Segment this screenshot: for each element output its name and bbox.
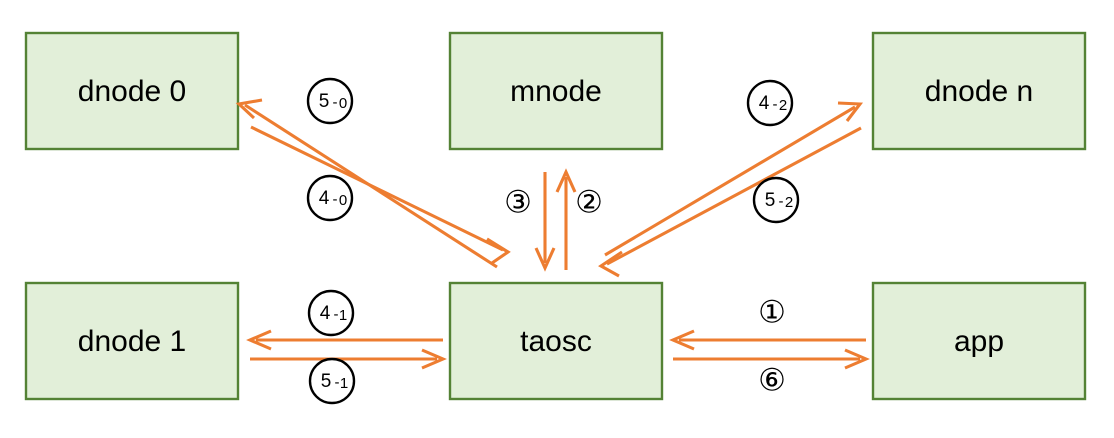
badge-sub-4-1: 1 [339,307,347,324]
badge-glyph-3[interactable]: ③ [504,185,532,221]
edge-arrowhead-5-2 [598,250,623,278]
badge-sep-5-1: - [335,374,340,391]
edge-arrowhead-5-1 [421,348,447,370]
badge-4-2[interactable]: 4 - 2 [746,79,794,127]
badge-sep-4-0: - [333,191,338,208]
badge-sub-5-2: 2 [785,194,793,211]
badge-circle-4-2 [746,79,794,127]
node-label-mnode: mnode [510,75,602,108]
edge-5-1[interactable] [250,348,447,370]
edge-arrowhead-6 [844,348,870,370]
badge-sep-4-1: - [334,306,339,323]
node-label-dnode0: dnode 0 [78,75,186,108]
node-label-dnoden: dnode n [925,75,1033,108]
badge-5-2[interactable]: 5 - 2 [752,176,800,224]
badge-sub-4-2: 2 [779,97,787,114]
badge-5-0[interactable]: 5 - 0 [306,77,354,125]
badge-4-0[interactable]: 4 - 0 [306,174,354,222]
badge-main-5-0: 5 [319,91,330,112]
node-box-dnode1 [24,281,240,401]
node-label-dnode1: dnode 1 [78,325,186,358]
edge-6[interactable] [673,348,870,370]
badge-4-1[interactable]: 4 - 1 [307,289,355,337]
badge-circle-5-2 [752,176,800,224]
badge-sep-5-2: - [779,193,784,210]
node-box-app [871,281,1087,401]
badge-sep-5-0: - [333,94,338,111]
edge-2[interactable] [555,168,577,270]
edge-5-0[interactable] [250,125,511,265]
badge-circle-5-0 [306,77,354,125]
node-taosc[interactable]: taosc [448,281,664,401]
badge-sub-5-1: 1 [340,375,348,392]
badge-main-5-2: 5 [765,190,776,211]
badge-main-4-1: 4 [320,303,331,324]
node-box-taosc [448,281,664,401]
edge-arrowhead-3 [534,247,556,272]
node-box-dnoden [871,31,1087,151]
badge-glyph-2[interactable]: ② [575,185,603,221]
badge-glyph-6[interactable]: ⑥ [758,363,786,399]
edge-line-4-2 [604,105,856,257]
node-mnode[interactable]: mnode [448,31,664,151]
edge-arrowhead-4-1 [246,329,272,351]
badge-circle-4-0 [306,174,354,222]
edge-arrowhead-4-2 [837,101,864,122]
edge-arrowhead-1 [669,329,695,351]
node-box-mnode [448,31,664,151]
badge-main-4-2: 4 [759,93,770,114]
edge-line-5-2 [606,126,862,266]
badge-sub-4-0: 0 [339,192,347,209]
edge-arrowhead-4-0 [235,98,263,120]
node-app[interactable]: app [871,281,1087,401]
badge-5-1[interactable]: 5 - 1 [308,357,356,405]
edge-4-2[interactable] [604,101,864,257]
edge-4-1[interactable] [246,329,443,351]
badge-circle-4-1 [307,289,355,337]
badge-circle-5-1 [308,357,356,405]
edge-arrowhead-2 [555,168,577,193]
node-dnode0[interactable]: dnode 0 [24,31,240,151]
badge-sep-4-2: - [773,96,778,113]
node-label-taosc: taosc [520,325,592,358]
node-dnoden[interactable]: dnode n [871,31,1087,151]
node-dnode1[interactable]: dnode 1 [24,281,240,401]
node-label-app: app [954,325,1004,358]
edge-line-5-0 [250,125,504,252]
edge-arrowhead-5-0 [486,237,511,265]
edge-5-2[interactable] [598,126,862,278]
edge-3[interactable] [534,172,556,272]
badge-glyph-1[interactable]: ① [758,295,786,331]
edge-1[interactable] [669,329,866,351]
badge-sub-5-0: 0 [339,95,347,112]
badge-main-5-1: 5 [321,371,332,392]
badge-main-4-0: 4 [319,188,330,209]
node-box-dnode0 [24,31,240,151]
